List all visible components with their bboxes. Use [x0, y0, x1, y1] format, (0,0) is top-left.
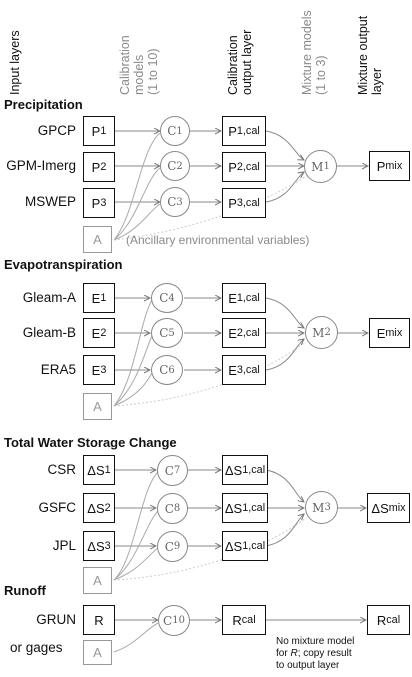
source-label: MSWEP	[24, 194, 76, 209]
source-label: Gleam-B	[22, 325, 76, 340]
section-title-precipitation: Precipitation	[4, 97, 83, 112]
source-label: CSR	[47, 462, 76, 477]
source-label: GRUN	[36, 612, 76, 627]
ancillary-box: A	[83, 393, 112, 420]
section-title-evapotranspiration: Evapotranspiration	[4, 257, 123, 272]
source-label: GPCP	[37, 123, 76, 138]
ancillary-box: A	[83, 640, 112, 665]
source-label: GPM-Imerg	[6, 158, 76, 173]
source-label: JPL	[52, 538, 76, 553]
source-label: Gleam-A	[22, 290, 76, 305]
ancillary-note: (Ancillary environmental variables)	[126, 233, 310, 247]
section-title-water-storage: Total Water Storage Change	[4, 435, 177, 450]
ancillary-box: A	[83, 567, 112, 594]
source-label: ERA5	[40, 362, 76, 377]
section-title-runoff: Runoff	[4, 583, 46, 598]
source-label: GSFC	[38, 500, 76, 515]
ancillary-box: A	[83, 226, 112, 253]
runoff-note: No mixture model for R; copy result to o…	[276, 636, 355, 671]
source-label: or gages	[10, 640, 63, 655]
input-layer-box: R	[83, 605, 115, 635]
